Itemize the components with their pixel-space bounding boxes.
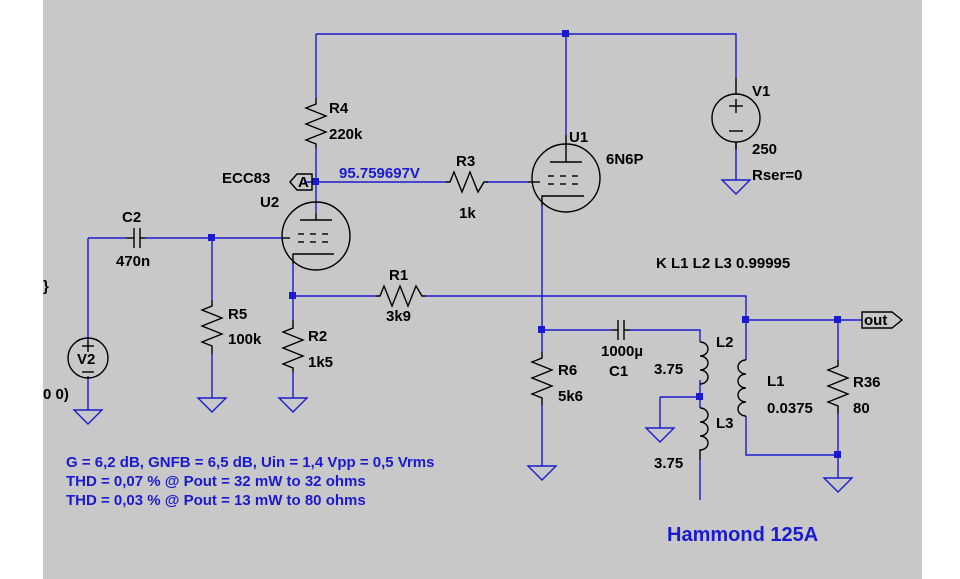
u2-model: ECC83 [222, 170, 270, 187]
v1-name: V1 [752, 83, 770, 100]
r6-value: 5k6 [558, 388, 583, 405]
resistor-r1 [376, 284, 426, 308]
r36-value: 80 [853, 400, 870, 417]
u2-name: U2 [260, 194, 279, 211]
u1-model: 6N6P [606, 151, 644, 168]
r4-value: 220k [329, 126, 363, 143]
netlabel-out: out [864, 312, 887, 329]
resistor-r6 [530, 352, 554, 405]
l1-value: 0.0375 [767, 400, 813, 417]
wires [87, 33, 862, 500]
resistor-r4 [304, 98, 328, 148]
note-line-1: G = 6,2 dB, GNFB = 6,5 dB, Uin = 1,4 Vpp… [66, 454, 434, 471]
inductor-l2 [699, 341, 709, 385]
v1-param: Rser=0 [752, 167, 802, 184]
resistor-r2 [281, 320, 305, 372]
c1-name: C1 [609, 363, 628, 380]
resistor-r36 [826, 360, 850, 414]
l3-name: L3 [716, 415, 734, 432]
inductor-l3 [699, 407, 709, 460]
clipped-text-top: } [43, 278, 49, 295]
netlabel-a-flag [289, 173, 313, 191]
l3-value: 3.75 [654, 455, 683, 472]
clipped-text-bottom: 0 0) [43, 386, 69, 403]
l2-name: L2 [716, 334, 734, 351]
ground-v2 [72, 409, 104, 425]
r36-name: R36 [853, 374, 881, 391]
c1-value: 1000µ [601, 343, 643, 360]
u1-name: U1 [569, 129, 588, 146]
ground-l2l3 [644, 427, 676, 443]
resistor-r3 [446, 170, 488, 194]
r3-name: R3 [456, 153, 475, 170]
resistor-r5 [200, 300, 224, 354]
capacitor-c1 [612, 320, 630, 340]
ground-r36 [822, 477, 854, 493]
ground-symbols [72, 179, 854, 493]
coupling-directive: K L1 L2 L3 0.99995 [656, 255, 790, 272]
voltage-source-v1 [711, 78, 761, 150]
r1-value: 3k9 [386, 308, 411, 325]
ground-r5 [196, 397, 228, 413]
ground-r2 [277, 397, 309, 413]
l1-name: L1 [767, 373, 785, 390]
r2-name: R2 [308, 328, 327, 345]
r6-name: R6 [558, 362, 577, 379]
c2-name: C2 [122, 209, 141, 226]
tube-u1 [528, 135, 601, 213]
r5-name: R5 [228, 306, 247, 323]
r5-value: 100k [228, 331, 262, 348]
ground-r6 [526, 465, 558, 481]
tube-u2 [281, 201, 351, 271]
inductor-l1 [737, 359, 747, 417]
r1-name: R1 [389, 267, 408, 284]
note-line-2: THD = 0,07 % @ Pout = 32 mW to 32 ohms [66, 473, 366, 490]
note-line-3: THD = 0,03 % @ Pout = 13 mW to 80 ohms [66, 492, 366, 509]
r2-value: 1k5 [308, 354, 333, 371]
netlabel-a: A [298, 174, 309, 191]
voltage-source-v2 [67, 337, 109, 379]
netlabel-out-flag [861, 311, 904, 329]
v1-value: 250 [752, 141, 777, 158]
ground-v1 [720, 179, 752, 195]
l2-value: 3.75 [654, 361, 683, 378]
node-a-voltage: 95.759697V [339, 165, 420, 182]
capacitor-c2 [126, 228, 146, 248]
c2-value: 470n [116, 253, 150, 270]
junction-dots [208, 30, 841, 458]
v2-name: V2 [77, 351, 95, 368]
schematic-background [43, 0, 922, 579]
r3-value: 1k [459, 205, 476, 222]
transformer-label: Hammond 125A [667, 524, 818, 546]
r4-name: R4 [329, 100, 349, 117]
